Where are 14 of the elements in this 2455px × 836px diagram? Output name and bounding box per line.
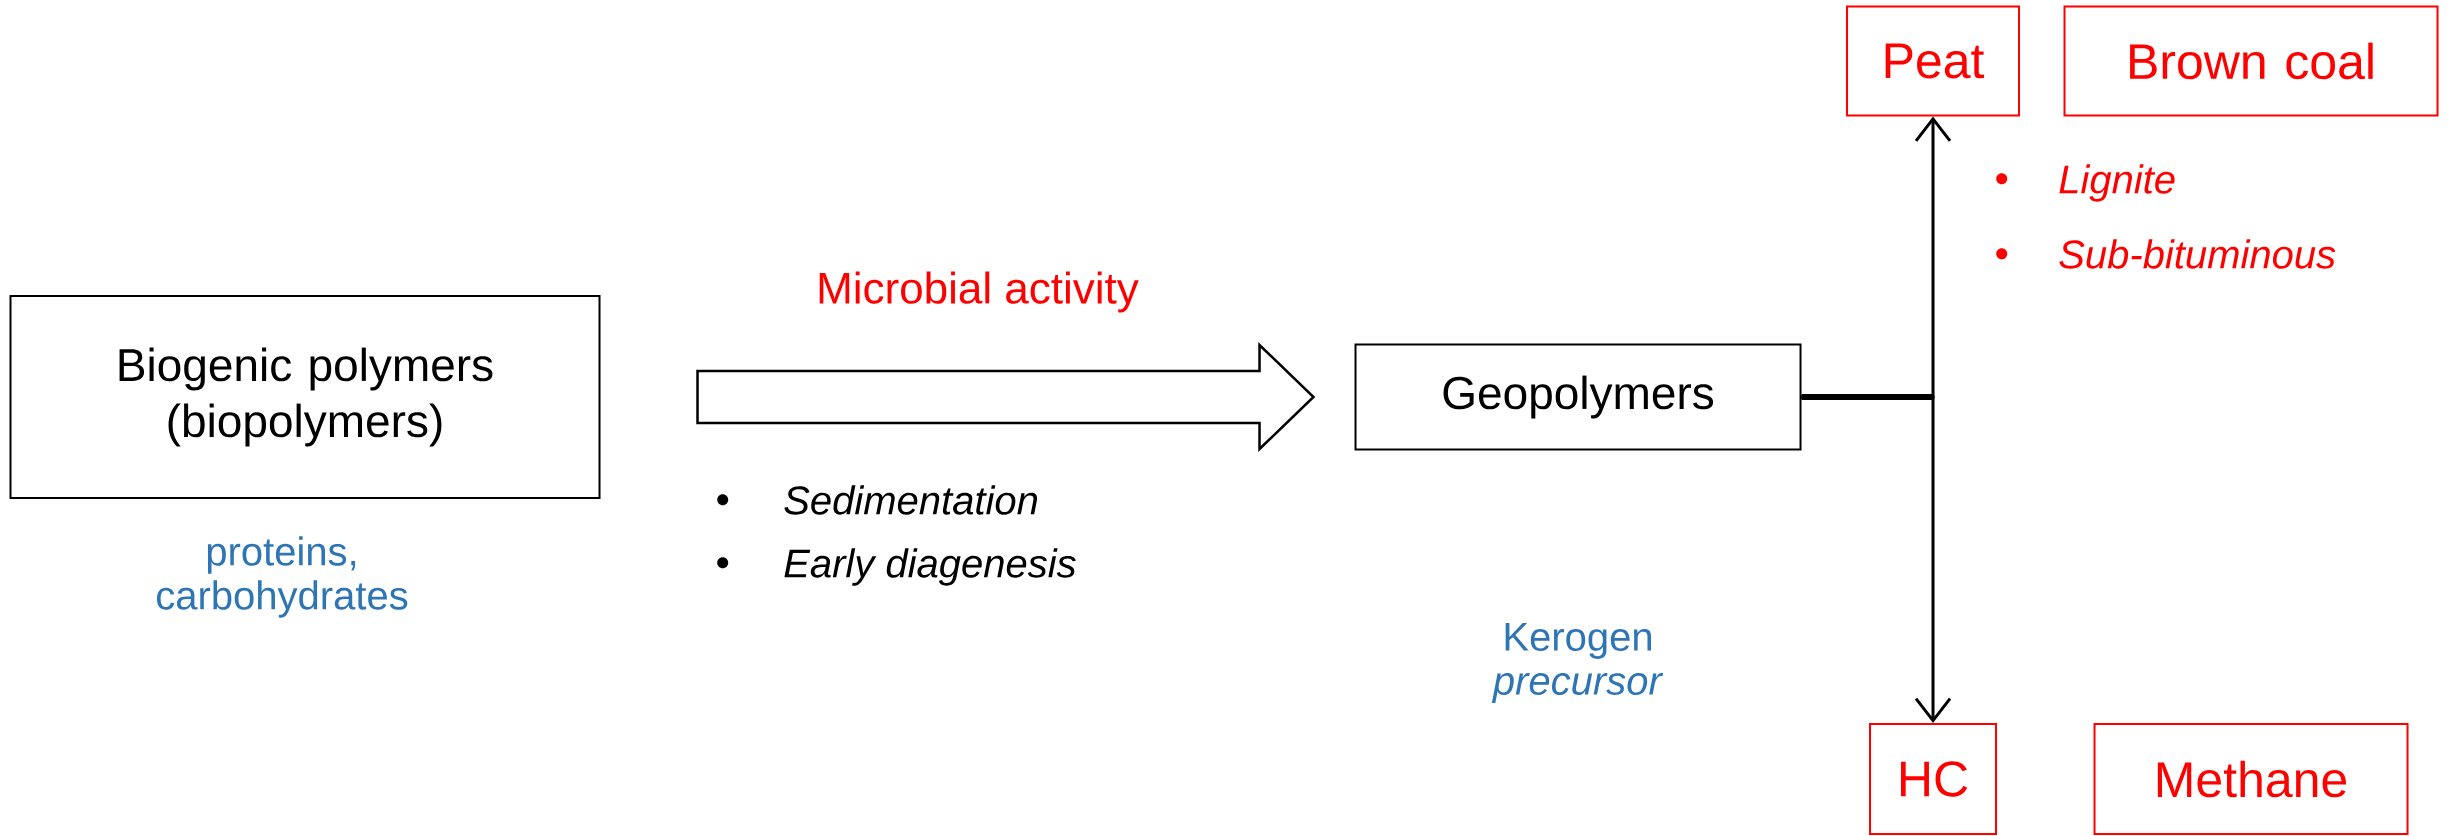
process-box: Biogenic polymers (biopolymers) — [9, 295, 601, 499]
caption-text: Kerogen precursor — [1491, 623, 1664, 703]
process-box: Geopolymers — [1354, 343, 1802, 451]
bullet-item: Sedimentation — [717, 485, 1038, 515]
product-box: Brown coal — [2063, 5, 2439, 117]
product-box: Peat — [1846, 5, 2020, 117]
product-box: Methane — [2093, 723, 2409, 835]
bullet-item: Sub-bituminous — [1996, 239, 2336, 269]
block-arrow — [696, 342, 1316, 452]
edge-label: Microbial activity — [819, 271, 1139, 313]
product-box: HC — [1869, 723, 1997, 835]
bullet-item: Early diagenesis — [717, 548, 1076, 586]
node-caption: proteins, carbohydrates — [156, 536, 408, 618]
bullet-item: Lignite — [1996, 164, 2175, 202]
